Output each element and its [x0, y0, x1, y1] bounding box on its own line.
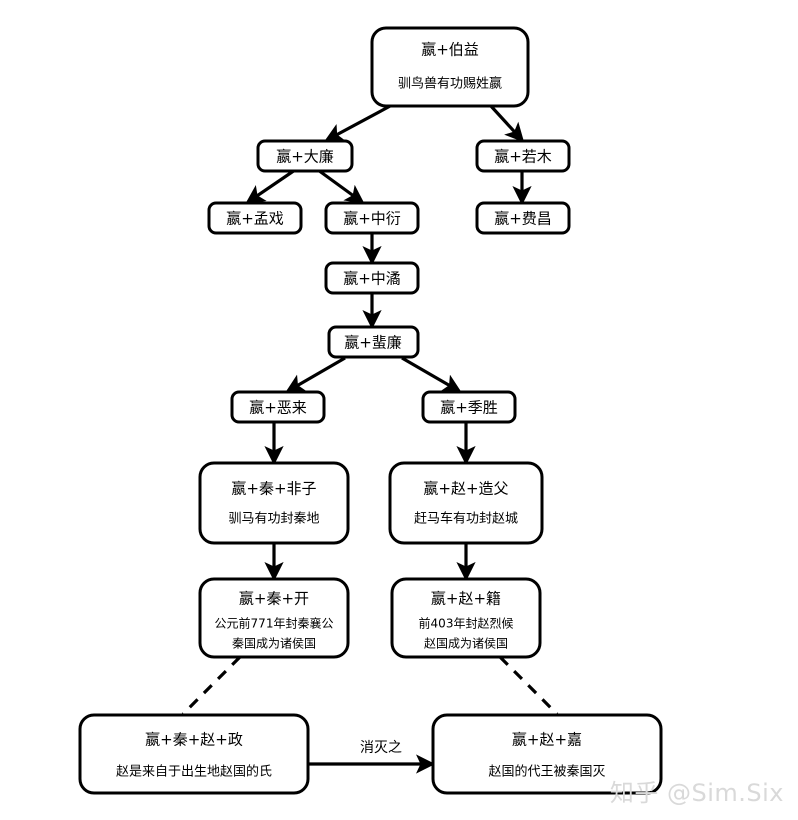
- edges-layer: 消灭之: [181, 103, 559, 774]
- node-jia-title: 嬴+赵+嘉: [512, 731, 582, 749]
- node-zhaoji[interactable]: 嬴+赵+籍 前403年封赵烈候 赵国成为诸侯国: [390, 577, 542, 659]
- node-zaofu-box[interactable]: [388, 461, 544, 545]
- node-feichang-box[interactable]: [475, 201, 571, 235]
- node-jia-box[interactable]: [431, 713, 663, 795]
- node-zheng-subtitle: 赵是来自于出生地赵国的氏: [116, 764, 272, 780]
- node-elai-title: 嬴+恶来: [249, 399, 307, 417]
- node-elai-box[interactable]: [230, 390, 326, 424]
- node-feizi-box[interactable]: [198, 461, 350, 545]
- node-feizi-subtitle: 驯马有功封秦地: [228, 512, 319, 527]
- node-zhongjue[interactable]: 嬴+中潏: [324, 261, 420, 295]
- node-zheng-title: 嬴+秦+赵+政: [145, 731, 243, 749]
- node-zhongyan-box[interactable]: [324, 201, 420, 235]
- node-feichang-title: 嬴+费昌: [494, 210, 552, 228]
- node-dalian-box[interactable]: [256, 139, 354, 173]
- node-feizi-title: 嬴+秦+非子: [231, 480, 316, 498]
- node-jisheng-box[interactable]: [421, 390, 517, 424]
- node-boyi-subtitle: 驯鸟兽有功赐姓嬴: [398, 76, 502, 92]
- node-feizi[interactable]: 嬴+秦+非子 驯马有功封秦地: [198, 461, 350, 545]
- edge-boyi-dalian: [324, 103, 393, 142]
- node-zaofu-title: 嬴+赵+造父: [423, 480, 508, 498]
- node-boyi-box[interactable]: [370, 26, 530, 108]
- node-zhaoji-box[interactable]: [390, 577, 542, 659]
- node-feichang[interactable]: 嬴+费昌: [475, 201, 571, 235]
- node-jisheng[interactable]: 嬴+季胜: [421, 390, 517, 424]
- node-zaofu-subtitle: 赶马车有功封赵城: [414, 511, 518, 527]
- edge-feilian-elai: [285, 356, 346, 393]
- node-ruomu-box[interactable]: [475, 139, 571, 173]
- node-ruomu-title: 嬴+若木: [494, 148, 552, 166]
- edge-qinkai-zheng: [181, 655, 242, 716]
- node-boyi[interactable]: 嬴+伯益 驯鸟兽有功赐姓嬴: [370, 26, 530, 108]
- edge-label-destroy: 消灭之: [360, 740, 402, 756]
- node-zhongyan-title: 嬴+中衍: [343, 210, 401, 228]
- node-elai[interactable]: 嬴+恶来: [230, 390, 326, 424]
- node-feilian-title: 嬴+蜚廉: [344, 334, 402, 352]
- node-dalian[interactable]: 嬴+大廉: [256, 139, 354, 173]
- node-zhongjue-title: 嬴+中潏: [343, 270, 401, 288]
- node-dalian-title: 嬴+大廉: [276, 148, 334, 166]
- node-zhaoji-subtitle-line2: 赵国成为诸侯国: [424, 637, 508, 651]
- watermark: 知乎 @Sim.Six: [610, 779, 784, 807]
- node-zheng-box[interactable]: [78, 713, 310, 795]
- node-boyi-title: 嬴+伯益: [421, 41, 479, 59]
- node-jia-subtitle: 赵国的代王被秦国灭: [488, 764, 605, 780]
- node-zheng[interactable]: 嬴+秦+赵+政 赵是来自于出生地赵国的氏: [78, 713, 310, 795]
- node-mengxi[interactable]: 嬴+孟戏: [207, 201, 303, 235]
- node-zhaoji-title: 嬴+赵+籍: [431, 590, 501, 608]
- node-zhongyan[interactable]: 嬴+中衍: [324, 201, 420, 235]
- node-qinkai[interactable]: 嬴+秦+开 公元前771年封秦襄公 秦国成为诸侯国: [198, 577, 350, 659]
- nodes-layer: 嬴+伯益 驯鸟兽有功赐姓嬴 嬴+大廉 嬴+若木 嬴+孟戏 嬴+中衍 嬴+费昌: [78, 26, 663, 795]
- edge-feilian-jisheng: [401, 356, 462, 393]
- node-ruomu[interactable]: 嬴+若木: [475, 139, 571, 173]
- edge-boyi-ruomu: [488, 103, 525, 143]
- node-qinkai-title: 嬴+秦+开: [239, 590, 309, 608]
- node-jisheng-title: 嬴+季胜: [440, 399, 498, 417]
- edge-dalian-zhongyan: [317, 168, 365, 204]
- node-zhongjue-box[interactable]: [324, 261, 420, 295]
- node-jia[interactable]: 嬴+赵+嘉 赵国的代王被秦国灭: [431, 713, 663, 795]
- node-qinkai-box[interactable]: [198, 577, 350, 659]
- node-zaofu[interactable]: 嬴+赵+造父 赶马车有功封赵城: [388, 461, 544, 545]
- node-qinkai-subtitle-line1: 公元前771年封秦襄公: [215, 616, 334, 631]
- node-zhaoji-subtitle-line1: 前403年封赵烈候: [419, 616, 514, 631]
- node-mengxi-box[interactable]: [207, 201, 303, 235]
- edge-dalian-mengxi: [245, 168, 296, 204]
- node-feilian-box[interactable]: [327, 325, 420, 359]
- node-qinkai-subtitle-line2: 秦国成为诸侯国: [232, 637, 316, 651]
- node-mengxi-title: 嬴+孟戏: [226, 210, 284, 228]
- node-feilian[interactable]: 嬴+蜚廉: [327, 325, 420, 359]
- edge-zhaoji-jia: [498, 655, 559, 716]
